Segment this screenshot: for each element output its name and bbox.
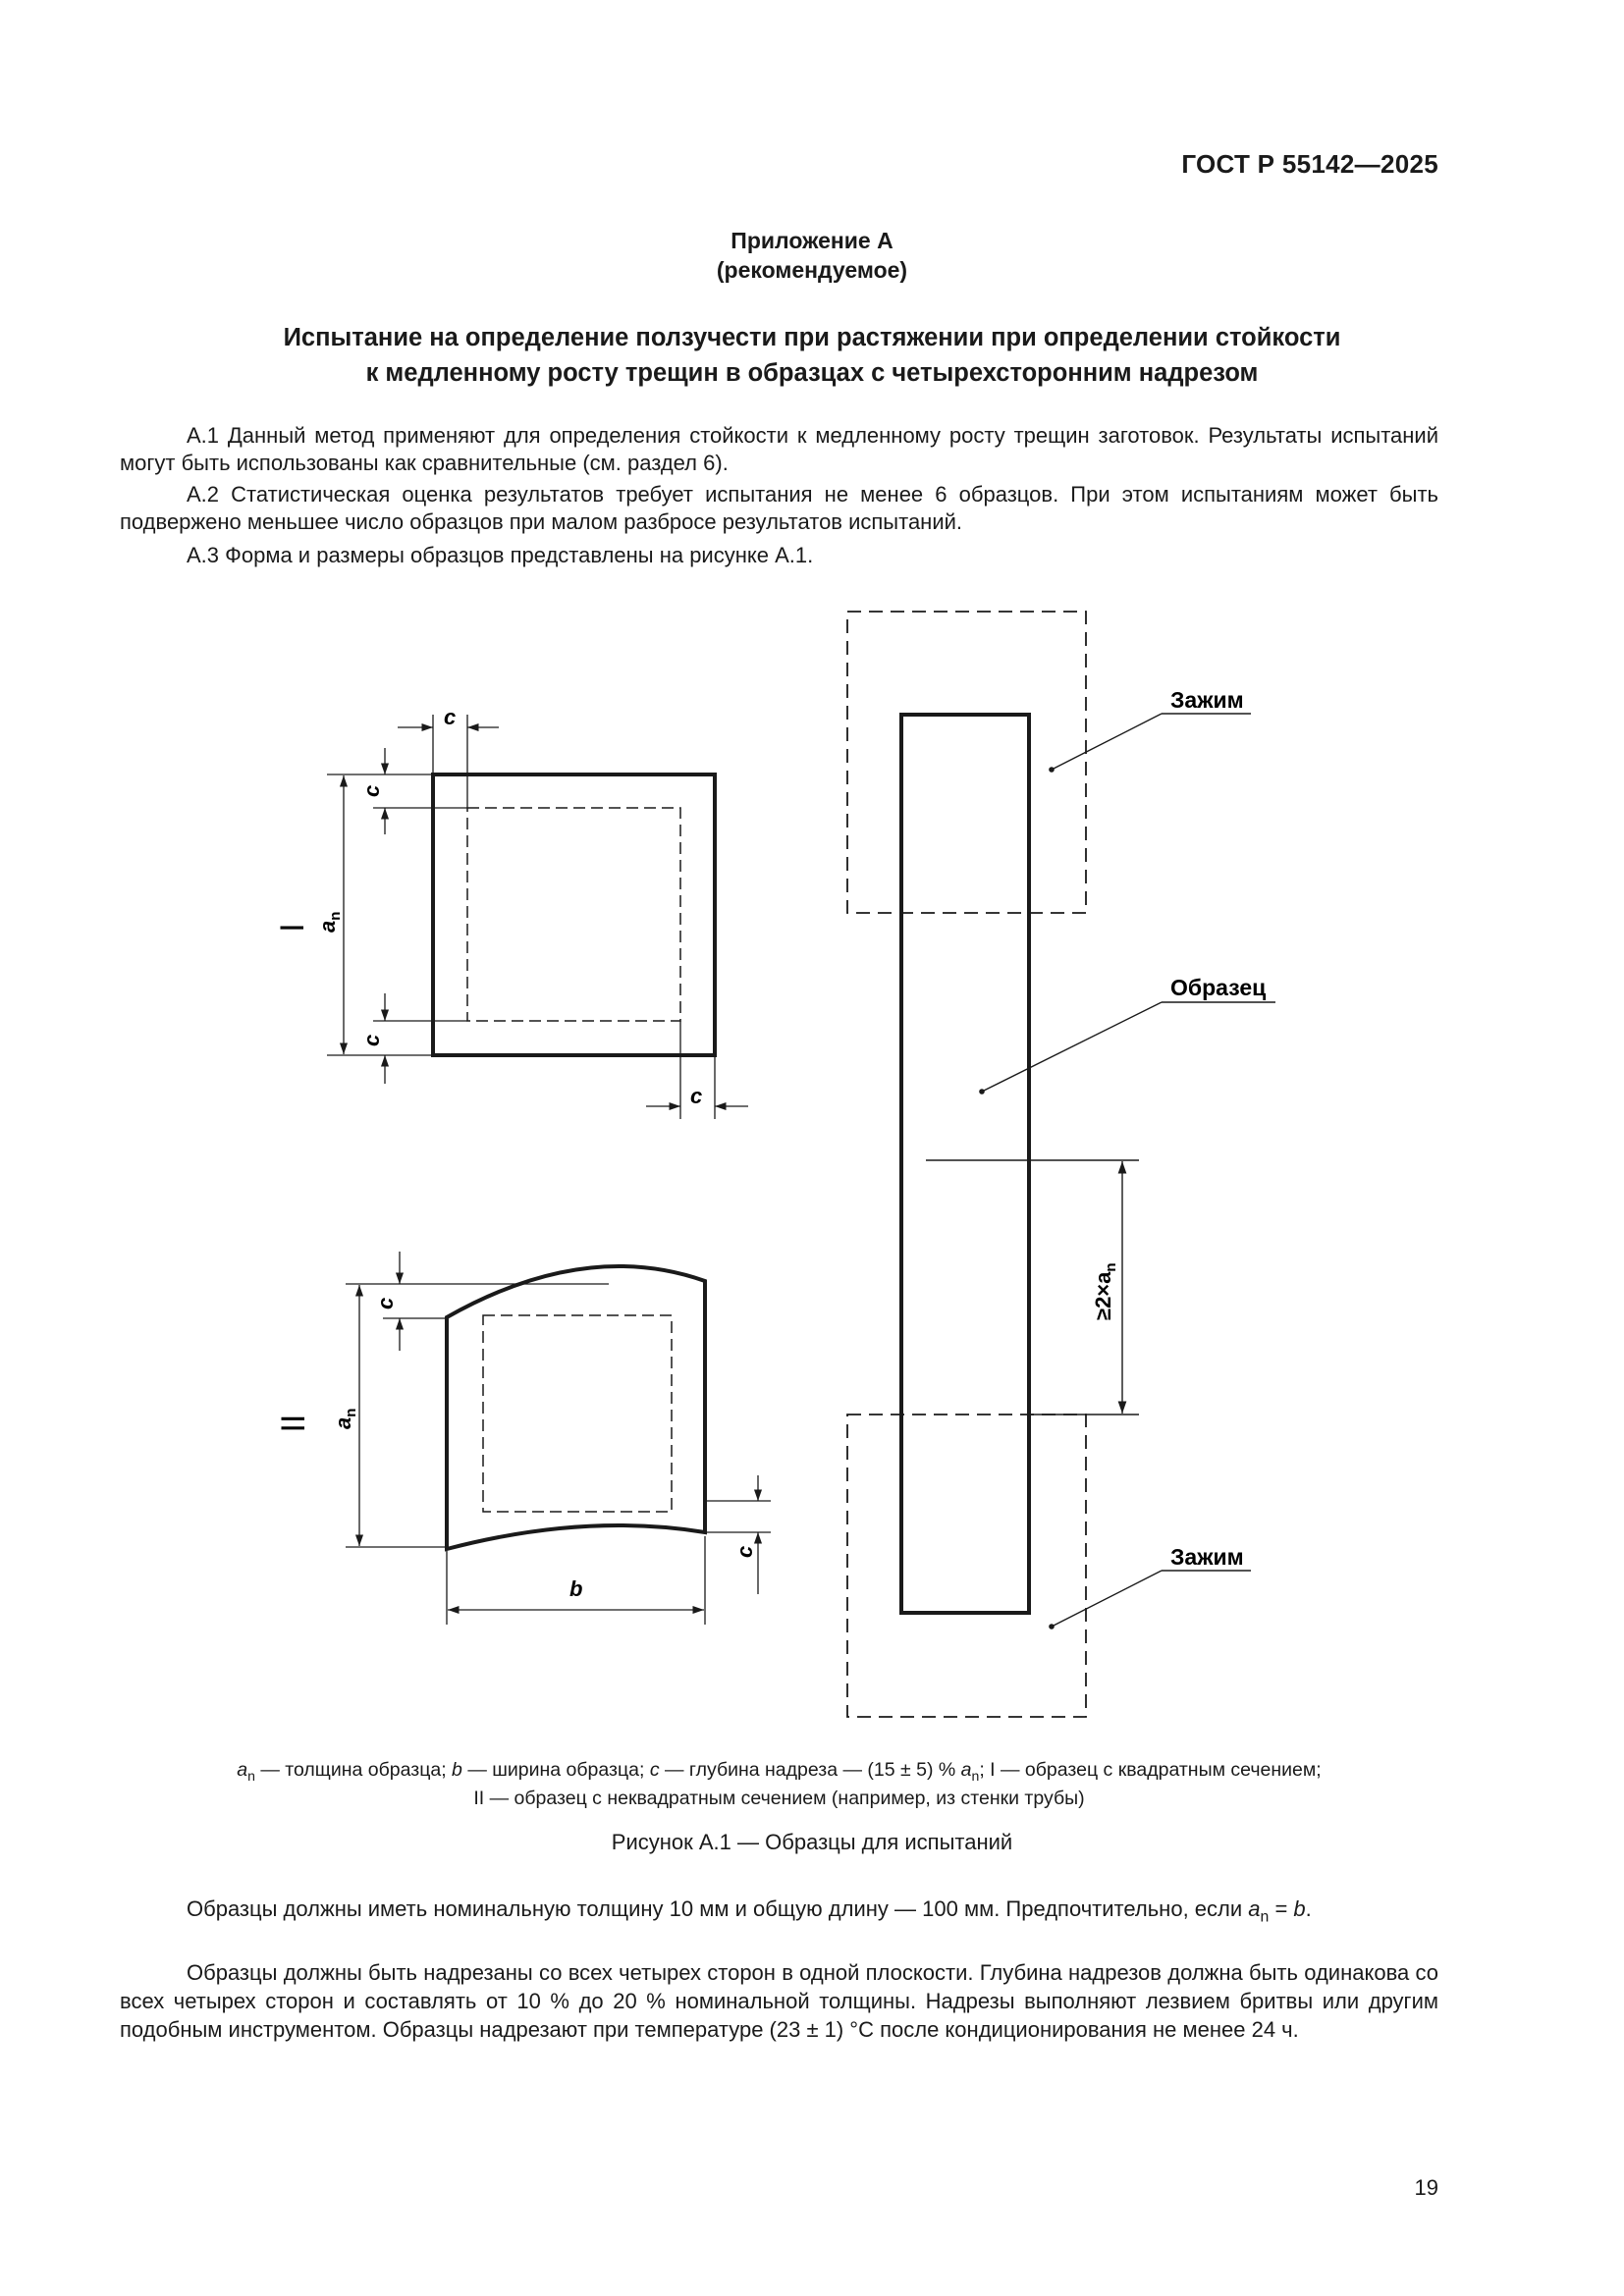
paragraph-a2: А.2 Статистическая оценка результатов тр… bbox=[120, 482, 1438, 534]
appendix-label: Приложение А bbox=[731, 228, 893, 253]
label-clamp-top: Зажим bbox=[1170, 687, 1244, 713]
tensile-assembly bbox=[846, 611, 1275, 1718]
label-specimen: Образец bbox=[1170, 975, 1266, 1000]
clamp-bottom-outline bbox=[846, 1414, 1087, 1718]
dim-label-c-left-top: c bbox=[359, 785, 384, 797]
specimen-1-section bbox=[327, 715, 748, 1119]
clamp-top-outline bbox=[846, 611, 1087, 914]
appendix-kind: (рекомендуемое) bbox=[716, 257, 908, 283]
paragraph-a3: А.3 Форма и размеры образцов представлен… bbox=[187, 543, 814, 567]
paragraph-body-2: Образцы должны быть надрезаны со всех че… bbox=[120, 1960, 1438, 2042]
dim-label-c-ii-top: c bbox=[373, 1298, 398, 1309]
appendix-title-line2: к медленному росту трещин в образцах с ч… bbox=[365, 359, 1259, 387]
dim-label-c-top: c bbox=[444, 705, 456, 729]
dim-label-an-2: an bbox=[331, 1409, 359, 1429]
dim-label-an-1: an bbox=[315, 912, 344, 933]
dim-label-c-bottom: c bbox=[690, 1084, 702, 1108]
figure-caption: Рисунок А.1 — Образцы для испытаний bbox=[611, 1830, 1013, 1854]
label-clamp-bottom: Зажим bbox=[1170, 1544, 1244, 1570]
figure-legend-line1: an — толщина образца; b — ширина образца… bbox=[237, 1759, 1322, 1784]
specimen-1-outline bbox=[431, 773, 717, 1057]
dim-label-c-ii-right: c bbox=[732, 1546, 757, 1558]
specimen-2-notch-line bbox=[482, 1314, 673, 1513]
dim-label-b: b bbox=[569, 1576, 582, 1601]
appendix-title-line1: Испытание на определение ползучести при … bbox=[283, 324, 1341, 351]
figure-legend-line2: II — образец с неквадратным сечением (на… bbox=[473, 1788, 1085, 1809]
dim-label-ge2an: ≥2×an bbox=[1091, 1262, 1119, 1320]
paragraph-a1: А.1 Данный метод применяют для определен… bbox=[120, 423, 1438, 475]
page-number: 19 bbox=[1414, 2175, 1438, 2200]
specimen-1-notch-line bbox=[466, 807, 681, 1022]
paragraph-body-1: Образцы должны иметь номинальную толщину… bbox=[187, 1896, 1312, 1926]
document-number: ГОСТ Р 55142—2025 bbox=[1181, 149, 1438, 179]
specimen-bar bbox=[899, 713, 1031, 1615]
specimen-2-section bbox=[346, 1252, 771, 1625]
roman-label-2: II bbox=[275, 1415, 312, 1433]
dim-label-c-left-bottom: c bbox=[359, 1035, 384, 1046]
roman-label-1: I bbox=[274, 923, 311, 932]
specimen-2-outline bbox=[445, 1263, 707, 1552]
